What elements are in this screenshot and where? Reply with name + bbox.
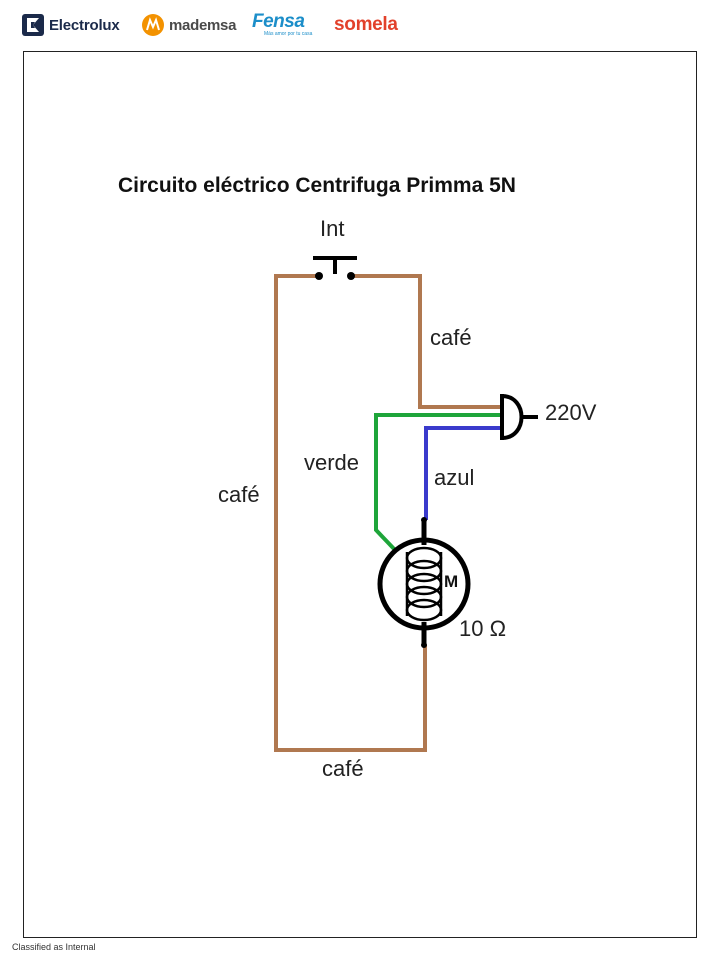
- somela-brand: somela: [334, 8, 398, 42]
- plug-icon: [500, 394, 538, 440]
- classification-footer: Classified as Internal: [12, 942, 96, 952]
- wire-label-cafe-left: café: [218, 482, 260, 507]
- resistance-label: 10 Ω: [459, 616, 507, 641]
- green-wire: [374, 413, 502, 553]
- supply-voltage-label: 220V: [545, 400, 597, 425]
- diagram-frame: [23, 51, 697, 938]
- diagram-title: Circuito eléctrico Centrifuga Primma 5N: [118, 174, 516, 197]
- electrolux-logo-icon: [22, 14, 44, 36]
- motor-coil: [405, 546, 443, 622]
- fensa-tagline: Más amor por tu casa: [264, 31, 313, 37]
- switch-label: Int: [320, 216, 345, 241]
- motor-icon: [377, 517, 471, 648]
- brown-wire-loop: [274, 274, 502, 752]
- mademsa-wordmark: mademsa: [169, 16, 237, 34]
- wire-label-azul: azul: [434, 465, 475, 490]
- mademsa-brand: mademsa: [142, 8, 236, 42]
- switch-icon: [313, 256, 357, 280]
- mademsa-logo-icon: [142, 14, 164, 36]
- electrolux-wordmark: Electrolux: [49, 16, 120, 34]
- fensa-wordmark: Fensa: [252, 11, 305, 32]
- blue-wire: [424, 426, 502, 520]
- brown-wire-left-path: [274, 274, 427, 752]
- motor-symbol-label: M: [444, 572, 459, 591]
- wire-label-cafe-right: café: [430, 325, 472, 350]
- fensa-brand: Fensa Más amor por tu casa: [252, 8, 312, 42]
- wire-label-cafe-bottom: café: [322, 756, 364, 781]
- brand-header: Electrolux mademsa Fensa Más amor por tu…: [0, 0, 720, 48]
- electrolux-brand: Electrolux: [22, 8, 120, 42]
- wire-label-verde: verde: [304, 450, 360, 475]
- somela-wordmark: somela: [334, 14, 398, 35]
- brown-wire-right-path: [354, 274, 502, 409]
